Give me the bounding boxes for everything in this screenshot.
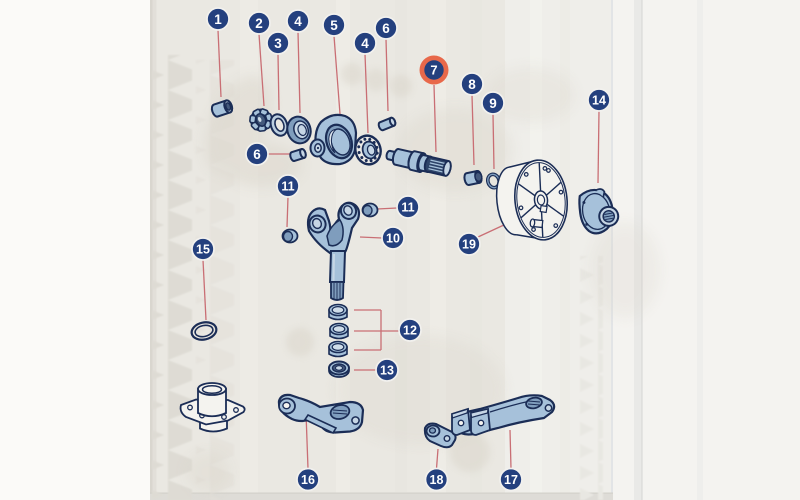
svg-text:6: 6 [382,21,390,36]
svg-text:7: 7 [430,63,437,78]
svg-text:2: 2 [255,16,263,31]
svg-text:12: 12 [403,324,417,338]
svg-text:4: 4 [294,14,302,29]
svg-text:10: 10 [386,232,400,246]
svg-text:5: 5 [330,18,338,33]
svg-text:18: 18 [430,473,444,487]
svg-text:16: 16 [301,473,315,487]
svg-text:19: 19 [462,238,476,252]
svg-text:1: 1 [214,12,222,27]
svg-text:6: 6 [253,147,261,162]
svg-text:14: 14 [592,94,606,108]
svg-text:3: 3 [274,36,282,51]
svg-text:9: 9 [489,96,497,111]
svg-text:17: 17 [504,473,518,487]
svg-text:8: 8 [468,77,476,92]
svg-text:11: 11 [401,201,414,215]
svg-text:11: 11 [281,180,294,194]
svg-text:15: 15 [196,243,210,257]
svg-text:13: 13 [380,364,394,378]
svg-text:4: 4 [361,36,369,51]
